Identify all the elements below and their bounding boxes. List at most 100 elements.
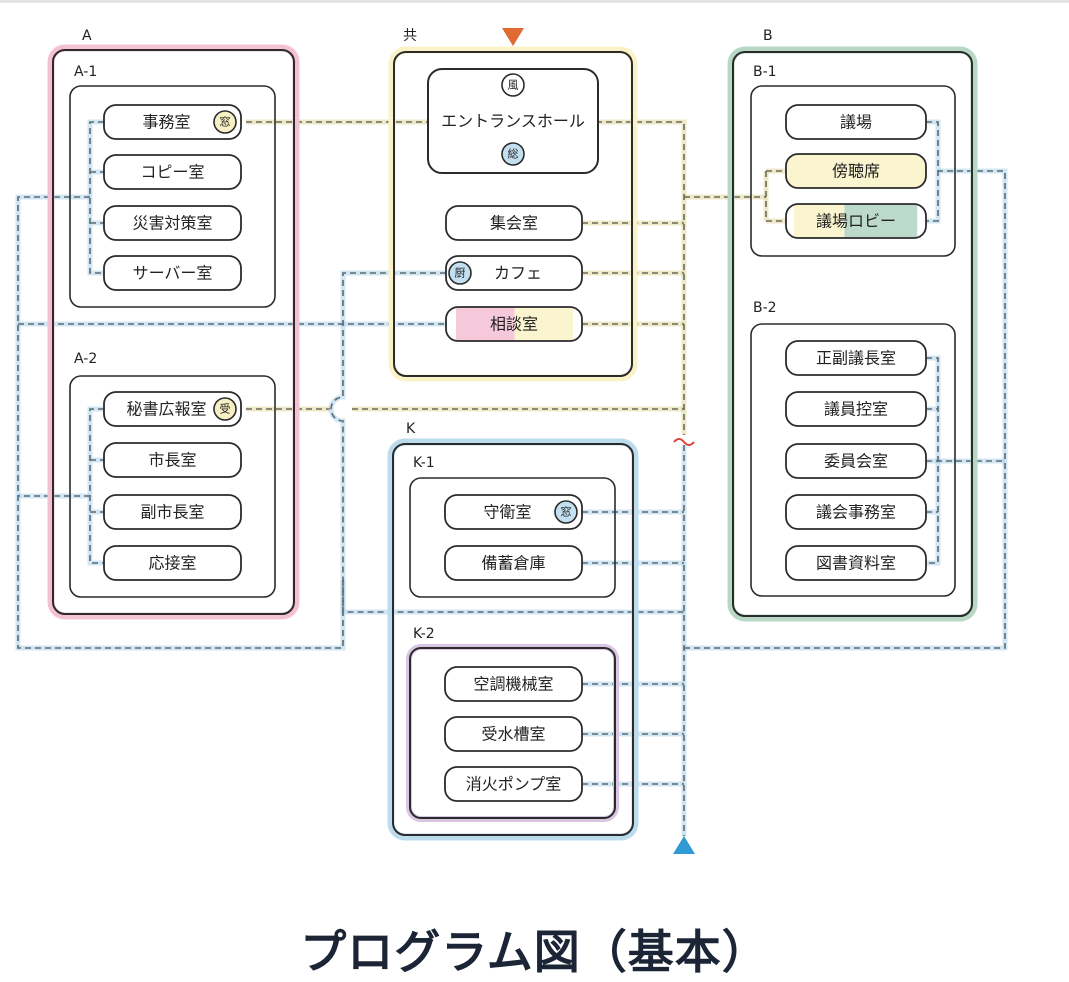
room-議場[interactable]: 議場: [785, 104, 927, 140]
group-a2-label: A-2: [74, 351, 97, 367]
room-bg: [786, 392, 926, 426]
group-a2-frame: [69, 375, 276, 598]
room-bg: [104, 256, 241, 290]
room-サーバー室[interactable]: サーバー室: [103, 255, 242, 291]
room-fill-yellow: [514, 307, 573, 341]
room-label: 正副議長室: [816, 349, 896, 368]
room-box: [445, 255, 583, 291]
zone-common: 共: [388, 28, 638, 382]
zone-common-label: 共: [403, 28, 417, 44]
room-fill: [786, 154, 926, 188]
room-図書資料室[interactable]: 図書資料室: [785, 545, 927, 581]
badge-label: 風: [508, 79, 519, 92]
room-label: 消火ポンプ室: [466, 775, 562, 794]
zone-k-frame: [392, 443, 634, 836]
room-label: 受水槽室: [481, 725, 545, 744]
room-消火ポンプ室[interactable]: 消火ポンプ室: [444, 766, 583, 802]
room-label: 議員控室: [824, 400, 888, 419]
room-市長室[interactable]: 市長室: [103, 442, 242, 478]
room-box: [445, 306, 583, 342]
room-label: 災害対策室: [132, 214, 212, 233]
room-災害対策室[interactable]: 災害対策室: [103, 205, 242, 241]
room-label: 守衛室: [483, 503, 531, 522]
room-label: 秘書広報室: [126, 400, 206, 419]
room-カフェ[interactable]: 厨 カフェ: [445, 255, 583, 291]
zone-b-halo: [727, 46, 978, 622]
room-空調機械室[interactable]: 空調機械室: [444, 666, 583, 702]
room-bg: [786, 495, 926, 529]
room-box: [785, 545, 927, 581]
room-議会事務室[interactable]: 議会事務室: [785, 494, 927, 530]
room-議員控室[interactable]: 議員控室: [785, 391, 927, 427]
room-集会室[interactable]: 集会室: [445, 205, 583, 241]
room-bg: [446, 256, 582, 290]
group-k1-frame: [409, 477, 616, 598]
group-k2-label: K-2: [413, 626, 435, 642]
room-label: コピー室: [140, 163, 204, 182]
group-a1-label: A-1: [74, 64, 97, 80]
room-label: 傍聴席: [832, 162, 880, 181]
room-bg: [445, 495, 582, 529]
room-bg: [786, 546, 926, 580]
room-label: エントランスホール: [441, 112, 585, 131]
room-box: [444, 494, 583, 530]
room-委員会室[interactable]: 委員会室: [785, 443, 927, 479]
room-事務室[interactable]: 窓 事務室: [103, 104, 242, 140]
room-box: [785, 494, 927, 530]
room-コピー室[interactable]: コピー室: [103, 154, 242, 190]
room-bg: [445, 767, 582, 801]
room-bg: [104, 206, 241, 240]
room-bg: [104, 105, 241, 139]
general-badge-icon: [501, 142, 525, 166]
room-備蓄倉庫[interactable]: 備蓄倉庫: [444, 545, 583, 581]
badge-icon: [554, 500, 578, 524]
room-議場ロビー[interactable]: 議場ロビー: [785, 203, 927, 239]
top-border: [0, 0, 1069, 3]
room-label: 相談室: [490, 315, 538, 334]
badge-label: 総: [508, 147, 519, 161]
zone-common-halo: [388, 46, 638, 382]
room-正副議長室[interactable]: 正副議長室: [785, 340, 927, 376]
badge-icon: [213, 397, 237, 421]
room-fill-pink: [456, 307, 515, 341]
room-box: [785, 104, 927, 140]
zone-common-frame: [393, 51, 633, 377]
room-box: [445, 205, 583, 241]
room-エントランスホール[interactable]: エントランスホール 風総: [427, 68, 599, 174]
room-box: [785, 340, 927, 376]
badge-label: 厨: [455, 267, 466, 280]
group-b2-label: B-2: [753, 300, 777, 316]
badge-icon: [448, 261, 472, 285]
badge-label: 窓: [220, 115, 231, 129]
room-label: カフェ: [494, 264, 542, 283]
room-bg: [445, 667, 582, 701]
group-b2-frame: [750, 323, 956, 597]
zone-b-frame: [732, 51, 973, 617]
room-bg: [104, 546, 241, 580]
room-label: 応接室: [148, 554, 196, 573]
line-break-mark: [673, 438, 695, 446]
room-応接室[interactable]: 応接室: [103, 545, 242, 581]
group-a1-frame: [69, 85, 276, 308]
program-diagram: A A-1 A-2 共 B B-1 B-2 K K-1 K-2 窓事務: [15, 28, 1008, 854]
room-label: 議会事務室: [816, 503, 896, 522]
room-box: [444, 766, 583, 802]
room-box: [785, 443, 927, 479]
room-box: [103, 494, 242, 530]
zone-a: A A-1 A-2: [47, 28, 300, 620]
room-傍聴席[interactable]: 傍聴席: [785, 153, 927, 189]
room-label: 副市長室: [140, 503, 204, 522]
room-bg: [446, 206, 582, 240]
room-box: [444, 666, 583, 702]
room-label: 事務室: [142, 113, 190, 132]
room-box: [785, 153, 927, 189]
room-bg: [786, 341, 926, 375]
room-label: 議場: [840, 113, 872, 132]
room-相談室[interactable]: 相談室: [445, 306, 583, 342]
room-受水槽室[interactable]: 受水槽室: [444, 716, 583, 752]
group-k2-frame: [409, 647, 616, 819]
room-副市長室[interactable]: 副市長室: [103, 494, 242, 530]
